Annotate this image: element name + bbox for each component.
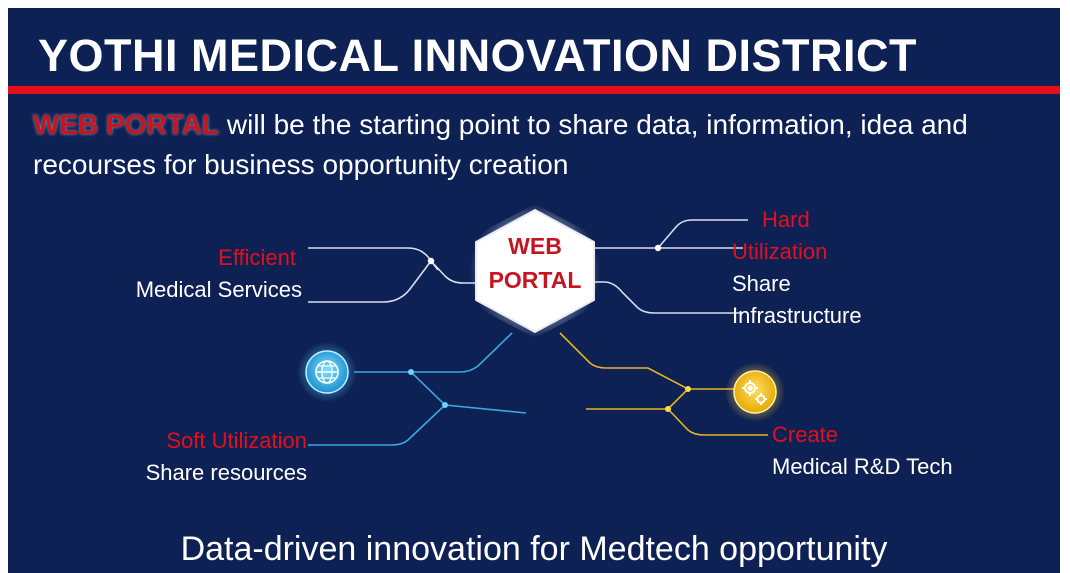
title-divider (8, 86, 1060, 94)
intro-highlight: WEB PORTAL (33, 109, 220, 140)
page-title: YOTHI MEDICAL INNOVATION DISTRICT (38, 30, 917, 81)
hub-label-line2: PORTAL (488, 267, 582, 293)
hard-subtitle-line2: Infrastructure (732, 303, 862, 328)
soft-utilization-title: Soft Utilization (166, 428, 307, 453)
create-title: Create (772, 422, 839, 447)
globe-icon (297, 342, 357, 402)
soft-utilization-connector (308, 332, 527, 446)
hub-label: WEB PORTAL (478, 229, 592, 297)
efficient-title: Efficient (218, 245, 296, 270)
gears-icon (725, 362, 785, 422)
hub-label-line1: WEB (508, 233, 562, 259)
create-connector (559, 332, 768, 436)
efficient-connector (308, 247, 486, 303)
soft-utilization-subtitle: Share resources (145, 460, 307, 485)
mind-map-diagram (297, 204, 785, 446)
efficient-subtitle: Medical Services (135, 277, 302, 302)
slide: YOTHI MEDICAL INNOVATION DISTRICT WEB PO… (8, 8, 1060, 573)
web-portal-hub (470, 204, 600, 338)
intro-statement: WEB PORTAL will be the starting point to… (33, 105, 1043, 185)
create-subtitle: Medical R&D Tech (772, 454, 953, 479)
hard-utilization-connector (590, 219, 748, 314)
intro-text: will be the starting point to share data… (33, 109, 968, 180)
hard-title-line2: Utilization (732, 239, 828, 264)
footer-tagline: Data-driven innovation for Medtech oppor… (180, 530, 888, 568)
hard-title-line1: Hard (762, 207, 810, 232)
hard-subtitle-line1: Share (732, 271, 791, 296)
